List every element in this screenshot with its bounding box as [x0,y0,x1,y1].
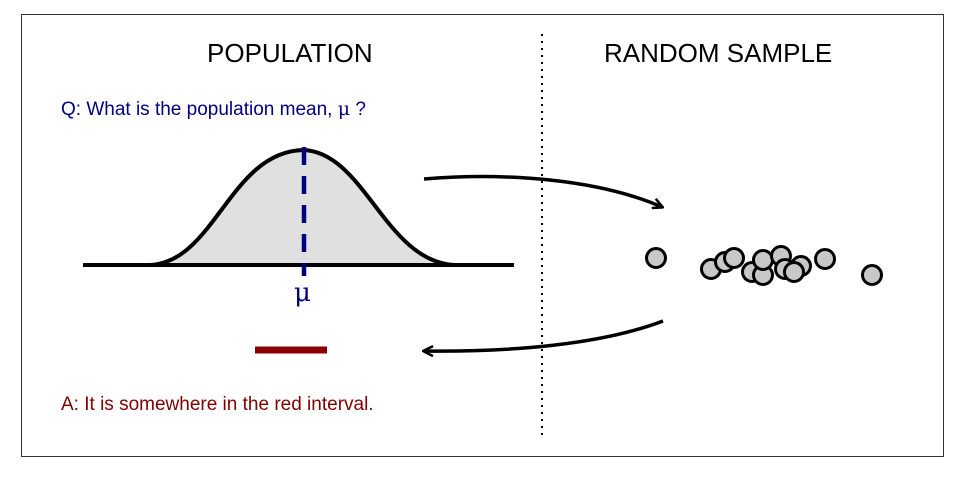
arrow-right-icon [423,174,662,207]
random-sample-title: RANDOM SAMPLE [604,38,833,68]
sample-point [645,247,667,269]
question-text: Q: What is the population mean, μ ? [61,98,366,121]
sample-point [752,249,774,271]
population-title: POPULATION [207,38,373,68]
arrow-left-icon [424,319,664,351]
question-prefix: Q: What is the population mean, [61,99,338,120]
question-mu-symbol: μ [337,98,351,120]
sample-points [645,245,883,286]
answer-text: A: It is somewhere in the red interval. [61,394,374,415]
sample-point [814,248,836,270]
question-suffix: ? [350,99,366,120]
sample-point [723,247,745,269]
diagram-frame [21,14,944,457]
sample-point [861,264,883,286]
sample-point [783,261,805,283]
mean-label: μ [294,278,311,308]
